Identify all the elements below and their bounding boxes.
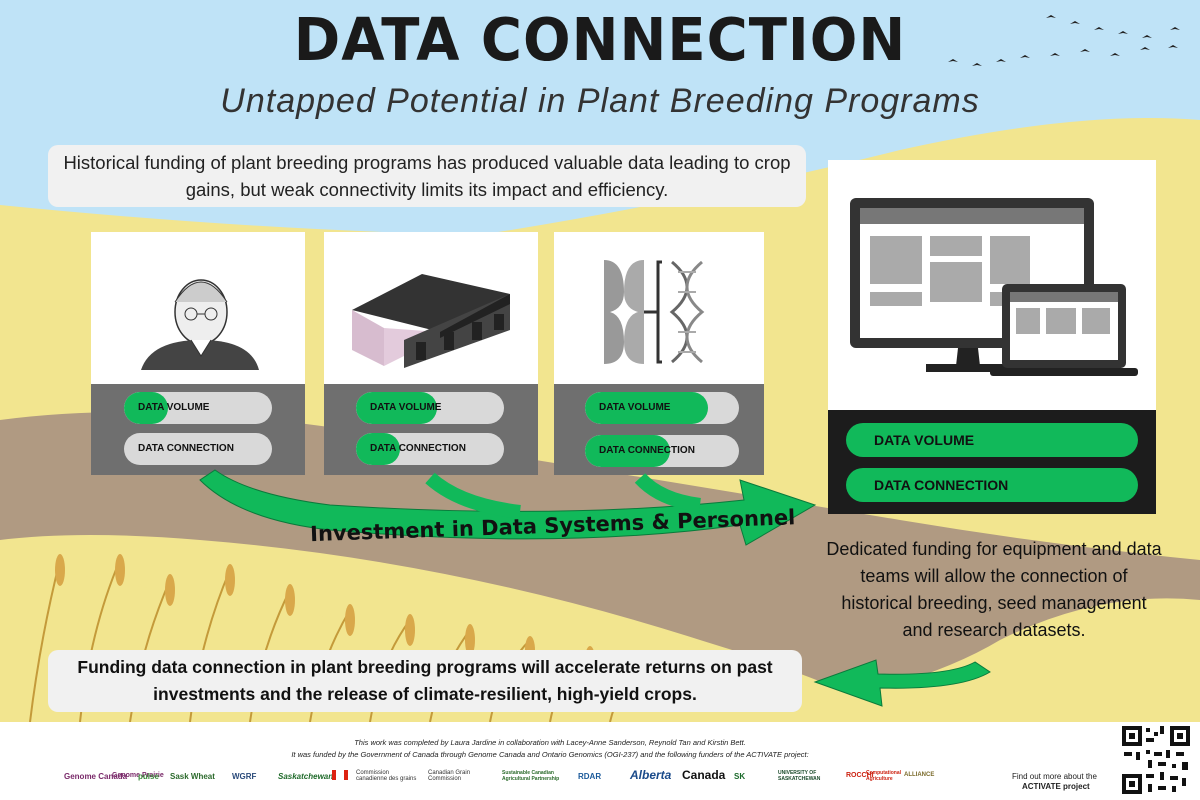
page-title: DATA CONNECTION (293, 6, 907, 75)
logo-genome-prairie: Genome Prairie (112, 772, 164, 779)
stage-panel-3: DATA VOLUME DATA CONNECTION (554, 384, 764, 475)
logo-alliance: ALLIANCE (904, 772, 935, 778)
data-volume-label: DATA VOLUME (874, 432, 975, 448)
data-volume-label: DATA VOLUME (138, 402, 210, 413)
stage-card-2 (324, 232, 538, 384)
data-connection-label: DATA CONNECTION (874, 477, 1009, 493)
logo-rocchi: ROCCHI (846, 772, 874, 779)
logo-saskatchewan: Saskatchewan (278, 772, 334, 781)
credit-line-1: This work was completed by Laura Jardine… (354, 738, 746, 747)
page-subtitle: Untapped Potential in Plant Breeding Pro… (220, 82, 980, 120)
data-volume-bar: DATA VOLUME (124, 392, 272, 424)
qr-code-icon[interactable] (1120, 724, 1192, 796)
stage-panel-1: DATA VOLUME DATA CONNECTION (91, 384, 305, 475)
data-volume-bar: DATA VOLUME (356, 392, 504, 424)
dedicated-funding-text: Dedicated funding for equipment and data… (826, 539, 1162, 640)
scientist-portrait-icon (141, 279, 259, 370)
data-connection-label: DATA CONNECTION (370, 443, 466, 454)
logo-wgrf: WGRF (232, 772, 257, 781)
logo-usask: UNIVERSITY OF SASKATCHEWAN (778, 770, 821, 782)
logo-alberta: Alberta (630, 768, 672, 782)
intro-text: Historical funding of plant breeding pro… (48, 145, 806, 207)
canada-flag-icon (332, 770, 348, 780)
stage-panel-4: DATA VOLUME DATA CONNECTION (828, 410, 1156, 514)
logo-sk: SK (734, 772, 746, 781)
logo-rdar: RDAR (578, 772, 602, 781)
data-connection-bar: DATA CONNECTION (356, 433, 504, 465)
logo-genome-canada: Genome Canada (64, 772, 128, 781)
logo-sask-wheat: Sask Wheat (170, 772, 215, 781)
stage-card-3 (554, 232, 764, 384)
stage-card-4 (828, 160, 1156, 410)
logo-computational-agriculture: Computational Agriculture (866, 770, 901, 782)
logo-commission-canadienne: Commission canadienne des grains (356, 770, 417, 782)
logo-canadian-grain-commission: Canadian Grain Commission (428, 770, 471, 782)
logo-pulse: pulse (138, 772, 159, 781)
stage-panel-2: DATA VOLUME DATA CONNECTION (324, 384, 538, 475)
data-volume-bar: DATA VOLUME (585, 392, 739, 424)
data-connection-label: DATA CONNECTION (599, 445, 695, 456)
find-more-project: ACTIVATE project (1022, 782, 1090, 791)
logo-canada: Canada (682, 768, 726, 782)
data-connection-bar: DATA CONNECTION (585, 435, 739, 467)
data-connection-bar: DATA CONNECTION (846, 468, 1138, 502)
logo-sustainable-cap: Sustainable Canadian Agricultural Partne… (502, 770, 560, 782)
bottom-message: Funding data connection in plant breedin… (48, 650, 802, 712)
data-volume-bar: DATA VOLUME (846, 423, 1138, 457)
stage-card-1 (91, 232, 305, 384)
computer-screens-icon (850, 198, 1138, 376)
data-connection-bar: DATA CONNECTION (124, 433, 272, 465)
data-volume-label: DATA VOLUME (599, 402, 671, 413)
find-more-text: Find out more about the (1012, 772, 1097, 781)
footer (0, 722, 1200, 800)
chromosome-dna-icon (604, 260, 705, 364)
credit-line-2: It was funded by the Government of Canad… (291, 750, 809, 759)
data-volume-label: DATA VOLUME (370, 402, 442, 413)
research-building-icon (352, 274, 510, 368)
data-connection-label: DATA CONNECTION (138, 443, 234, 454)
